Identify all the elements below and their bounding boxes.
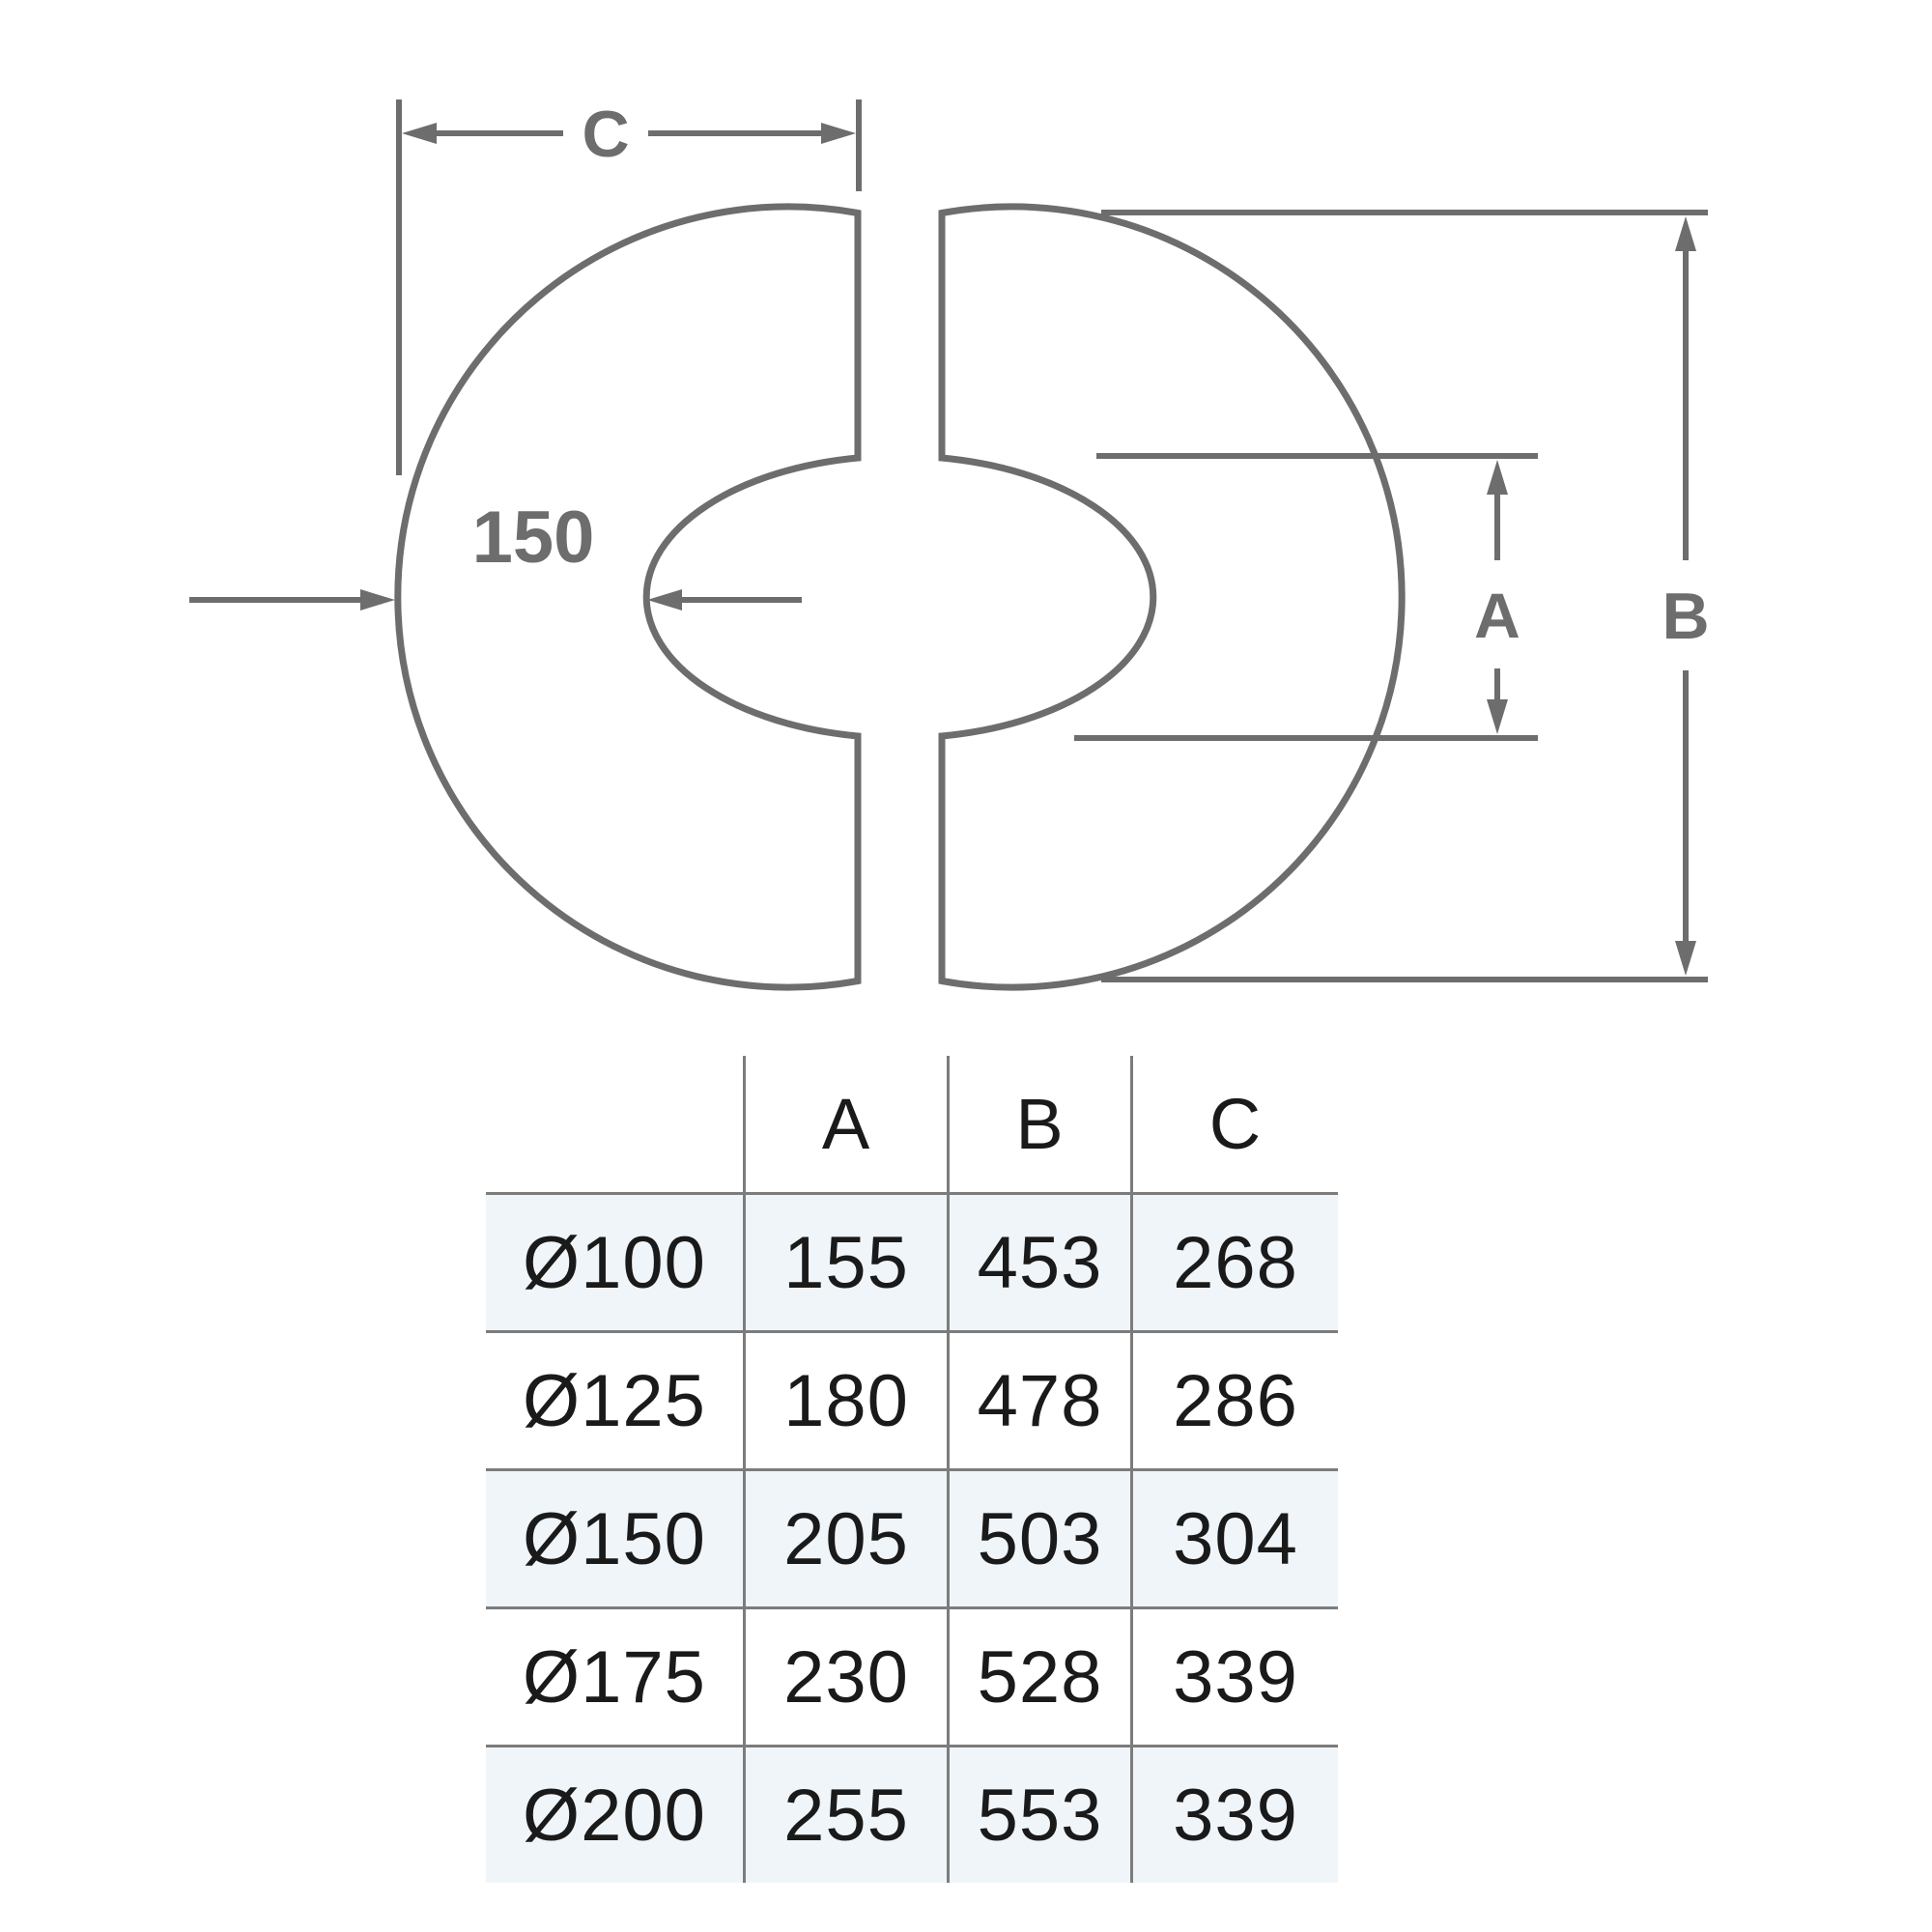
cell-b: 453 [947, 1192, 1130, 1330]
cell-a: 255 [743, 1745, 947, 1883]
cell-a: 230 [743, 1606, 947, 1745]
dimensions-table: A B C Ø100 155 453 268 Ø125 180 478 286 … [486, 1056, 1338, 1883]
cell-c: 268 [1130, 1192, 1338, 1330]
cell-b: 553 [947, 1745, 1130, 1883]
cell-c: 286 [1130, 1330, 1338, 1468]
hole-dim-label: 150 [472, 497, 595, 579]
row-label: Ø200 [486, 1745, 743, 1883]
b-arrow-up-icon [1675, 216, 1696, 251]
cell-a: 180 [743, 1330, 947, 1468]
c-dim-label: C [582, 98, 629, 171]
row-label: Ø150 [486, 1468, 743, 1606]
dimension-b: B [1101, 210, 1710, 982]
table-header-a: A [743, 1056, 947, 1192]
c-arrow-left-icon [402, 123, 437, 144]
b-arrow-down-icon [1675, 941, 1696, 976]
b-dim-label: B [1662, 580, 1709, 653]
cell-a: 205 [743, 1468, 947, 1606]
table-header-c: C [1130, 1056, 1338, 1192]
a-dim-label: A [1474, 580, 1520, 651]
table-header-b: B [947, 1056, 1130, 1192]
dimension-a: A [1074, 453, 1538, 741]
collar-left-half [394, 203, 862, 991]
a-arrow-up-icon [1487, 460, 1508, 495]
cell-c: 339 [1130, 1745, 1338, 1883]
collar-right-half [938, 203, 1406, 991]
row-label: Ø100 [486, 1192, 743, 1330]
dimension-c: C [396, 98, 862, 475]
cell-a: 155 [743, 1192, 947, 1330]
hole-arrow-right-icon [360, 589, 395, 611]
cell-b: 503 [947, 1468, 1130, 1606]
cell-c: 339 [1130, 1606, 1338, 1745]
hole-arrow-left-icon [647, 589, 682, 611]
a-arrow-down-icon [1487, 699, 1508, 734]
c-arrow-right-icon [821, 123, 856, 144]
table-header-empty [486, 1056, 743, 1192]
dimension-150: 150 [189, 497, 802, 611]
row-label: Ø175 [486, 1606, 743, 1745]
row-label: Ø125 [486, 1330, 743, 1468]
cell-b: 528 [947, 1606, 1130, 1745]
cell-c: 304 [1130, 1468, 1338, 1606]
cell-b: 478 [947, 1330, 1130, 1468]
